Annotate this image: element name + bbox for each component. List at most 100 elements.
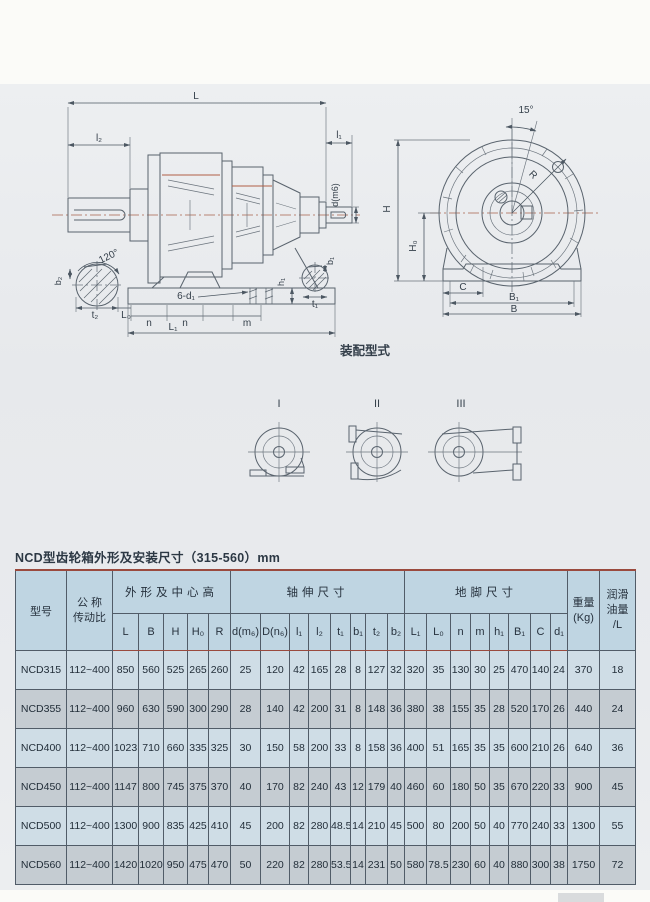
col-header-oil: 润滑 油量 /L: [599, 569, 637, 651]
value-cell-10: 8: [350, 728, 367, 768]
value-cell-21: 900: [567, 767, 601, 807]
value-cell-13: 380: [404, 689, 428, 729]
value-cell-12: 50: [387, 845, 406, 885]
value-cell-18: 770: [508, 806, 532, 846]
dim-B1: B₁: [509, 292, 520, 303]
value-cell-2: 525: [163, 650, 188, 690]
value-cell-17: 25: [489, 650, 510, 690]
dim-l1: l₁: [336, 130, 342, 141]
value-cell-0: 960: [112, 689, 139, 729]
scan-artifact: [558, 893, 604, 902]
col-header-10: b₁: [350, 613, 367, 651]
dim-b2: b₂: [53, 276, 63, 285]
value-cell-15: 180: [450, 767, 472, 807]
value-cell-21: 1750: [567, 845, 601, 885]
ratio-cell: 112~400: [66, 767, 113, 807]
dim-B: B: [511, 304, 518, 315]
value-cell-17: 35: [489, 767, 510, 807]
dim-R: R: [526, 169, 539, 182]
value-cell-3: 425: [187, 806, 209, 846]
dim-6d1: 6-d₁: [177, 291, 195, 302]
value-cell-22: 45: [599, 767, 637, 807]
col-header-3: H₀: [187, 613, 209, 651]
value-cell-16: 30: [470, 650, 491, 690]
assembly-types-title: 装配型式: [339, 343, 391, 358]
assembly-type-2: II: [346, 398, 408, 482]
gearbox-dimension-drawing: L l₂ l₁ d(m6) 120° b₂ t₂ L₀: [52, 91, 600, 337]
value-cell-14: 51: [426, 728, 452, 768]
dim-b1: b₁: [325, 257, 335, 265]
value-cell-6: 150: [260, 728, 291, 768]
value-cell-18: 470: [508, 650, 532, 690]
dim-n1: n: [146, 318, 152, 329]
value-cell-20: 33: [550, 767, 569, 807]
value-cell-12: 32: [387, 650, 406, 690]
value-cell-8: 280: [308, 806, 332, 846]
value-cell-0: 1420: [112, 845, 139, 885]
value-cell-16: 50: [470, 767, 491, 807]
value-cell-15: 230: [450, 845, 472, 885]
value-cell-5: 45: [230, 806, 262, 846]
value-cell-2: 950: [163, 845, 188, 885]
value-cell-19: 170: [530, 689, 552, 729]
value-cell-16: 60: [470, 845, 491, 885]
dim-dm6: d(m6): [330, 183, 340, 207]
value-cell-10: 14: [350, 845, 367, 885]
col-header-7: l₁: [289, 613, 310, 651]
col-header-9: t₁: [330, 613, 352, 651]
model-cell: NCD450: [15, 767, 67, 807]
col-header-6: D(n₆): [260, 613, 291, 651]
value-cell-20: 33: [550, 806, 569, 846]
value-cell-22: 72: [599, 845, 637, 885]
ratio-cell: 112~400: [66, 689, 113, 729]
col-header-14: L₀: [426, 613, 452, 651]
value-cell-5: 30: [230, 728, 262, 768]
value-cell-6: 140: [260, 689, 291, 729]
value-cell-18: 670: [508, 767, 532, 807]
value-cell-11: 127: [365, 650, 389, 690]
value-cell-19: 220: [530, 767, 552, 807]
value-cell-5: 40: [230, 767, 262, 807]
assembly-type-3: III: [428, 398, 522, 482]
value-cell-6: 200: [260, 806, 291, 846]
value-cell-8: 240: [308, 767, 332, 807]
value-cell-8: 200: [308, 689, 332, 729]
value-cell-20: 26: [550, 728, 569, 768]
dim-H0: H₀: [408, 240, 419, 251]
assembly-type-3-label: III: [456, 398, 465, 410]
value-cell-14: 38: [426, 689, 452, 729]
ratio-cell: 112~400: [66, 806, 113, 846]
value-cell-10: 8: [350, 650, 367, 690]
value-cell-20: 38: [550, 845, 569, 885]
col-header-2: H: [163, 613, 188, 651]
model-cell: NCD315: [15, 650, 67, 690]
value-cell-7: 82: [289, 845, 310, 885]
value-cell-21: 440: [567, 689, 601, 729]
value-cell-0: 1300: [112, 806, 139, 846]
ratio-cell: 112~400: [66, 845, 113, 885]
value-cell-19: 140: [530, 650, 552, 690]
group-header-shape: 外形及中心高: [111, 569, 232, 614]
value-cell-8: 280: [308, 845, 332, 885]
table-title: NCD型齿轮箱外形及安装尺寸（315-560）mm: [15, 551, 281, 565]
model-cell: NCD400: [15, 728, 67, 768]
col-header-11: t₂: [365, 613, 389, 651]
value-cell-22: 18: [599, 650, 637, 690]
value-cell-10: 14: [350, 806, 367, 846]
value-cell-6: 170: [260, 767, 291, 807]
col-header-16: m: [470, 613, 491, 651]
value-cell-3: 335: [187, 728, 209, 768]
dim-l2: l₂: [96, 133, 102, 144]
value-cell-9: 53.5: [330, 845, 352, 885]
model-cell: NCD500: [15, 806, 67, 846]
col-header-8: l₂: [308, 613, 332, 651]
value-cell-1: 900: [138, 806, 164, 846]
value-cell-17: 28: [489, 689, 510, 729]
value-cell-15: 165: [450, 728, 472, 768]
assembly-type-2-label: II: [374, 398, 380, 410]
value-cell-1: 710: [138, 728, 164, 768]
value-cell-8: 165: [308, 650, 332, 690]
